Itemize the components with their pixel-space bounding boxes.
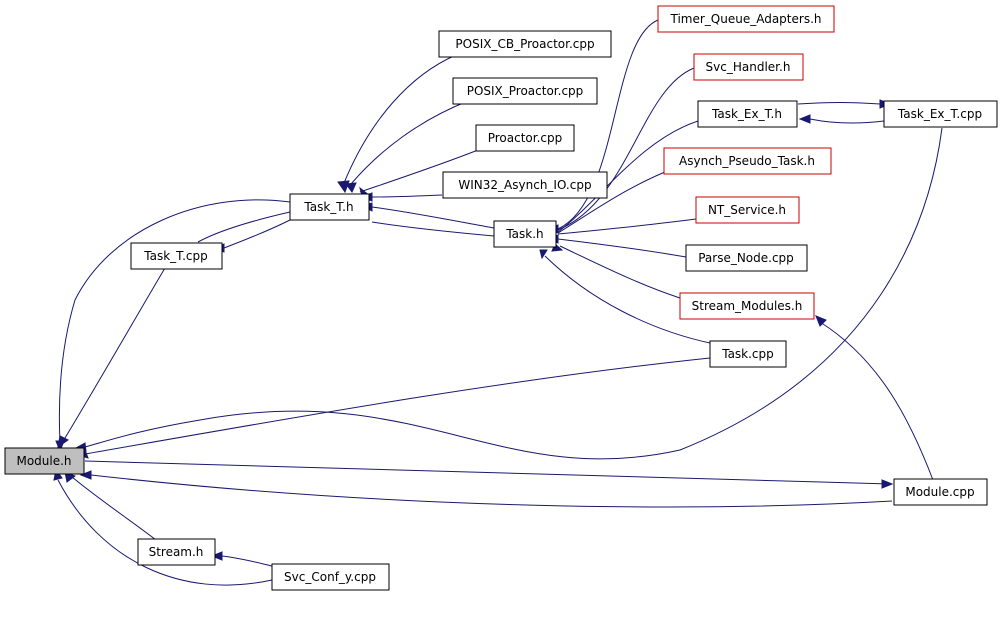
edge-task_cpp-to-module_h — [84, 357, 711, 455]
arrowhead-task_ex_t_h-right — [798, 114, 811, 124]
edges-layer — [57, 19, 943, 586]
arrowhead-task_t_h-top2 — [345, 182, 357, 193]
node-label: POSIX_Proactor.cpp — [467, 84, 584, 98]
arrowhead-stream_modules_h-bottom — [815, 315, 827, 327]
edge-stream_modules_h-to-task_h — [559, 245, 681, 299]
node-label: Module.cpp — [905, 485, 974, 499]
edge-task_ex_t_h-to-task_ex_t_cpp — [797, 102, 881, 105]
edge-task_ex_t_cpp-to-task_ex_t_h — [809, 118, 885, 124]
node-label: Parse_Node.cpp — [698, 251, 794, 265]
edge-task_ex_t_cpp-to-module_h — [84, 127, 943, 460]
edge-module_cpp-to-module_h — [90, 474, 893, 508]
node-stream_h[interactable]: Stream.h — [137, 538, 216, 566]
edge-posix_cb_proactor_cpp-to-task_t_h — [343, 54, 457, 184]
edge-task_t_cpp-to-module_h — [61, 267, 166, 444]
node-label: NT_Service.h — [708, 203, 786, 217]
node-label: Stream.h — [149, 545, 204, 559]
node-label: Module.h — [16, 454, 71, 468]
edge-nt_service_h-to-task_h — [557, 218, 697, 235]
node-label: Task_T.h — [303, 200, 353, 214]
node-task_t_h[interactable]: Task_T.h — [289, 193, 370, 221]
node-task_h[interactable]: Task.h — [493, 220, 557, 248]
edge-svc_conf_y_cpp-to-stream_h — [221, 555, 273, 567]
node-task_ex_t_h[interactable]: Task_Ex_T.h — [697, 100, 798, 128]
node-svc_handler_h[interactable]: Svc_Handler.h — [693, 53, 804, 81]
arrowhead-task_h-bottom2 — [539, 249, 548, 260]
node-win32_asynch_io_cpp[interactable]: WIN32_Asynch_IO.cpp — [442, 171, 608, 199]
node-nt_service_h[interactable]: NT_Service.h — [695, 196, 800, 224]
node-label: WIN32_Asynch_IO.cpp — [458, 178, 591, 192]
node-label: Task.cpp — [721, 347, 774, 361]
node-label: Task_T.cpp — [143, 249, 207, 263]
node-task_ex_t_cpp[interactable]: Task_Ex_T.cpp — [883, 100, 998, 128]
node-label: Proactor.cpp — [488, 131, 563, 145]
arrowhead-module_h-right3 — [79, 470, 92, 480]
edge-task_ex_t_h-to-task_h — [557, 120, 699, 233]
node-svc_conf_y_cpp[interactable]: Svc_Conf_y.cpp — [271, 563, 390, 591]
node-stream_modules_h[interactable]: Stream_Modules.h — [679, 292, 815, 320]
node-asynch_pseudo_task_h[interactable]: Asynch_Pseudo_Task.h — [663, 147, 832, 175]
arrowhead-module_h-top2 — [57, 435, 69, 449]
arrowhead-stream_h-right — [210, 551, 223, 561]
node-proactor_cpp[interactable]: Proactor.cpp — [475, 124, 575, 152]
node-label: Timer_Queue_Adapters.h — [669, 12, 821, 26]
node-task_t_cpp[interactable]: Task_T.cpp — [130, 242, 223, 270]
edge-stream_h-to-module_h — [71, 476, 157, 541]
nodes-layer: Timer_Queue_Adapters.h POSIX_CB_Proactor… — [4, 5, 998, 591]
node-label: Svc_Conf_y.cpp — [284, 570, 376, 584]
edge-proactor_cpp-to-task_t_h — [359, 149, 479, 193]
edge-task_t_cpp-to-task_t_h — [197, 211, 291, 243]
node-label: Task.h — [505, 227, 543, 241]
node-parse_node_cpp[interactable]: Parse_Node.cpp — [685, 244, 808, 272]
edge-parse_node_cpp-to-task_h — [557, 238, 687, 258]
node-label: Task_Ex_T.cpp — [897, 107, 982, 121]
edge-module_cpp-to-stream_modules_h — [819, 321, 934, 481]
node-label: Asynch_Pseudo_Task.h — [679, 154, 815, 168]
node-module_h[interactable]: Module.h — [4, 447, 85, 475]
node-posix_cb_proactor_cpp[interactable]: POSIX_CB_Proactor.cpp — [438, 30, 612, 58]
node-label: Svc_Handler.h — [706, 60, 791, 74]
edge-asynch_pseudo_task_h-to-task_h — [557, 167, 676, 234]
edge-svc_conf_y_cpp-to-module_h — [57, 479, 273, 586]
node-label: POSIX_CB_Proactor.cpp — [455, 37, 594, 51]
node-posix_proactor_cpp[interactable]: POSIX_Proactor.cpp — [452, 77, 598, 105]
edge-win32_asynch_io_cpp-to-task_t_h — [371, 194, 443, 198]
node-module_cpp[interactable]: Module.cpp — [893, 478, 988, 506]
node-label: Stream_Modules.h — [692, 299, 803, 313]
node-label: Task_Ex_T.h — [711, 107, 782, 121]
edge-timer_queue_adapters_h-to-task_h — [557, 19, 659, 230]
edge-posix_proactor_cpp-to-task_t_h — [350, 100, 469, 185]
node-timer_queue_adapters_h[interactable]: Timer_Queue_Adapters.h — [657, 5, 835, 33]
node-task_cpp[interactable]: Task.cpp — [709, 340, 787, 368]
edge-task_t_h-to-module_h — [58, 199, 291, 444]
arrowhead-module_cpp-left — [881, 479, 894, 489]
edge-task_t_h-to-task_t_cpp — [223, 219, 291, 249]
edge-module_h-to-module_cpp — [84, 460, 893, 485]
edge-task_h-to-task_t_h — [371, 206, 495, 229]
edge-svc_handler_h-to-task_h — [557, 67, 695, 231]
edge-task_t_h-to-task_h — [371, 221, 495, 237]
edge-task_cpp-to-task_h — [544, 255, 711, 344]
